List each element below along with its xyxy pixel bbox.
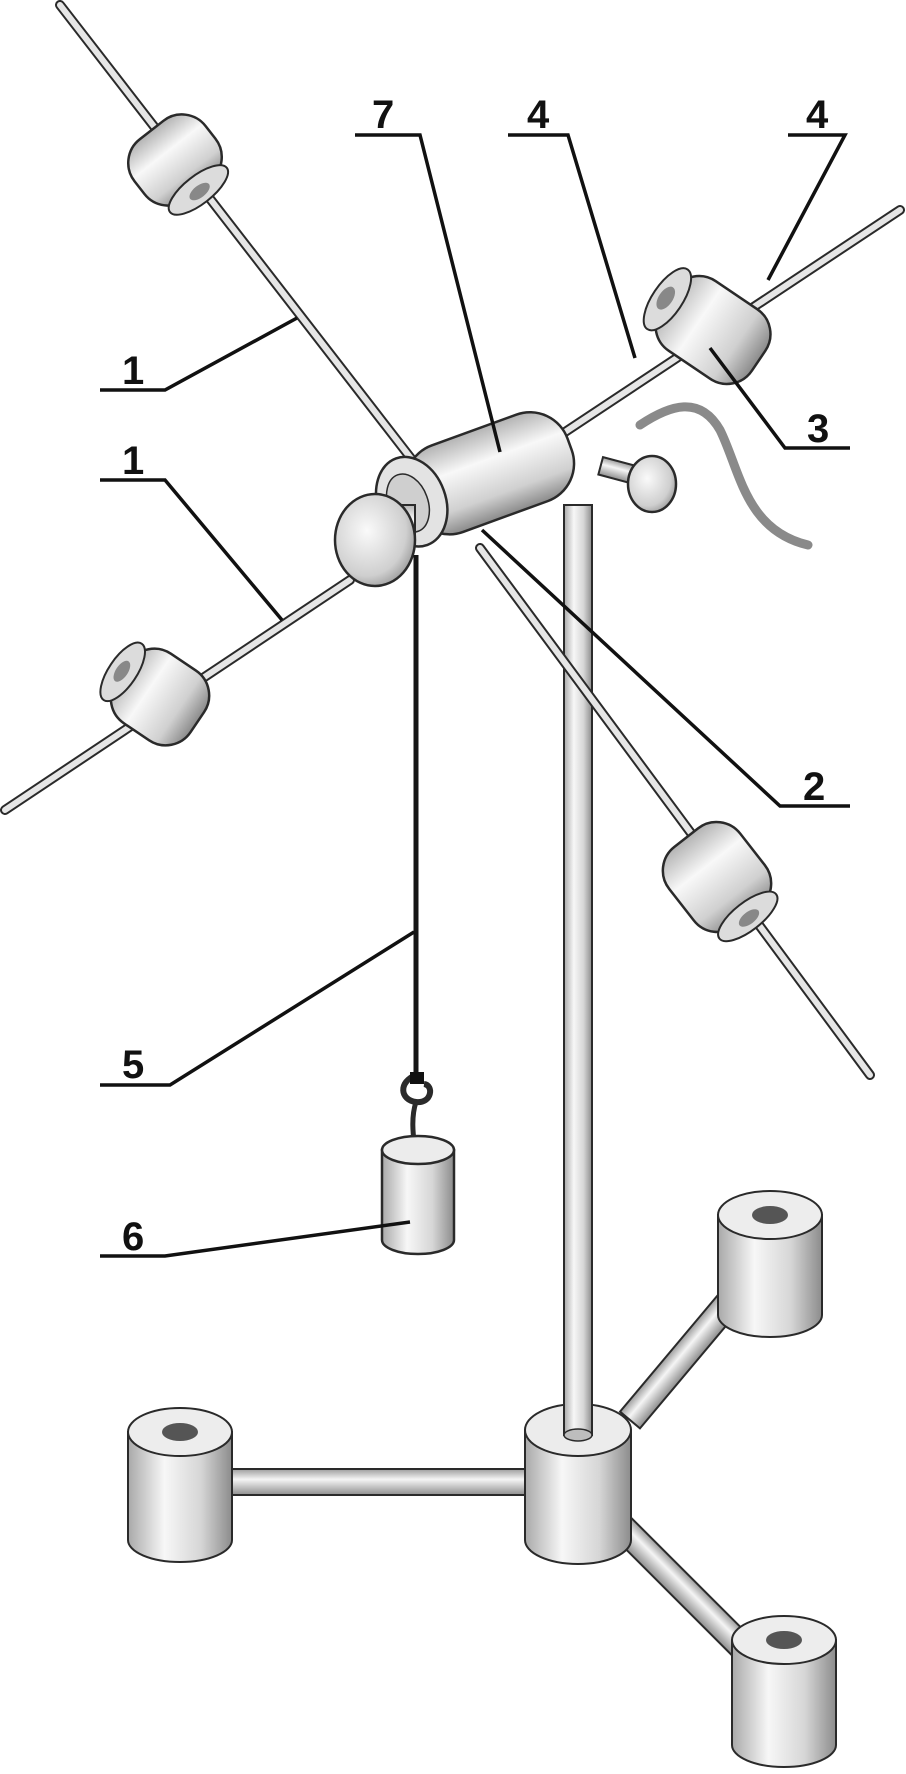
leader-weight-ring-left <box>508 133 637 359</box>
pulley-disk <box>333 492 417 588</box>
label-rod-upper: 1 <box>122 349 144 393</box>
sliding-weight-upper-right <box>642 267 772 386</box>
label-pulley-axle: 2 <box>803 765 825 809</box>
clamp-screw <box>597 454 678 514</box>
label-weight-ring-left: 4 <box>527 93 550 137</box>
tripod-base <box>127 1190 837 1768</box>
rod-upper-left <box>55 0 425 475</box>
sliding-weight-lower-right <box>661 820 779 943</box>
rod-lower-right <box>475 543 875 1080</box>
leader-pulley-axle <box>480 528 850 808</box>
label-sliding-weight: 3 <box>807 407 829 451</box>
leader-thread <box>100 930 415 1087</box>
sliding-weight-upper-left <box>127 113 230 216</box>
leader-weight-ring-right <box>766 133 848 281</box>
label-hanging-weight: 6 <box>122 1215 144 1259</box>
leader-hanging-weight <box>100 1220 411 1258</box>
base-arm-left <box>199 1468 531 1496</box>
label-rod-lower: 1 <box>122 439 144 483</box>
labels: 1 1 2 3 4 4 5 6 7 <box>122 93 829 1259</box>
label-thread: 5 <box>122 1043 144 1087</box>
base-foot-left <box>127 1407 233 1563</box>
stand-rod <box>563 504 593 1442</box>
label-crosspiece: 7 <box>372 93 394 137</box>
base-foot-upper-right <box>717 1190 823 1338</box>
hanging-weight <box>380 1134 456 1256</box>
leader-lines <box>100 133 850 1258</box>
leader-sliding-weight <box>708 346 850 450</box>
leader-rod-lower <box>100 478 284 622</box>
leader-crosspiece <box>355 133 502 453</box>
cable <box>635 402 813 550</box>
crosspiece <box>374 411 576 548</box>
leader-rod-upper <box>100 316 298 392</box>
label-weight-ring-right: 4 <box>806 93 829 137</box>
sliding-weight-lower-left <box>99 641 211 747</box>
base-foot-lower-right <box>731 1615 837 1768</box>
